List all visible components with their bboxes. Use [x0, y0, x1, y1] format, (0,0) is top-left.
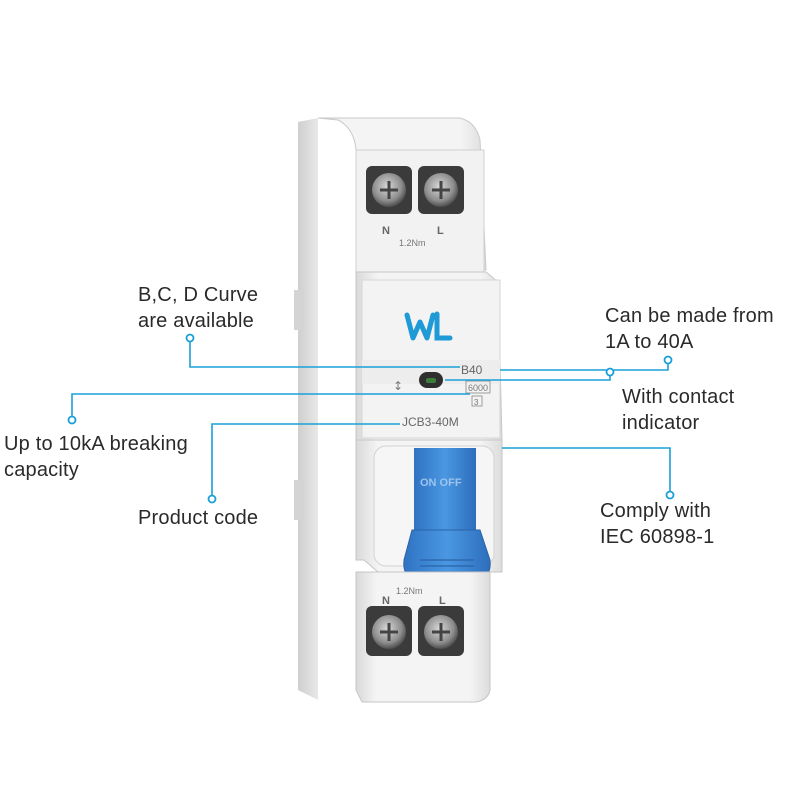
breaking-leader-dot: [67, 415, 77, 425]
bottom-terminal-label-l: L: [439, 595, 446, 607]
breaking-capacity-mark: 6000: [465, 380, 491, 394]
curve-callout: B,C, D Curve are available: [138, 282, 258, 334]
curve-callout-line1: B,C, D Curve: [138, 284, 259, 306]
svg-text:6000: 6000: [468, 383, 488, 393]
standard-callout-line1: Comply with: [600, 500, 712, 522]
breaking-callout-line1: Up to 10kA breaking: [4, 433, 188, 455]
class-mark: 3: [471, 395, 483, 407]
rating-label: B40: [461, 363, 483, 377]
top-terminal-screw-l: [424, 173, 458, 207]
breaker-front-panel: [355, 271, 503, 441]
standard-callout: Comply with IEC 60898-1: [600, 498, 715, 550]
svg-text:↕: ↕: [393, 379, 403, 393]
breaker-side-profile: [294, 118, 318, 700]
breaking-callout: Up to 10kA breaking capacity: [4, 431, 188, 483]
toggle-handle[interactable]: ON OFF: [403, 448, 491, 581]
rating-callout-line2: 1A to 40A: [605, 331, 694, 353]
standard-leader-line: [502, 447, 671, 492]
rating-callout: Can be made from 1A to 40A: [605, 303, 774, 355]
indicator-callout: With contact indicator: [622, 384, 734, 436]
indicator-callout-line1: With contact: [622, 386, 735, 408]
indicator-leader-line: [445, 376, 611, 381]
test-arrows-icon: ↕: [393, 379, 403, 393]
brand-logo: [404, 311, 453, 341]
rating-leader-line: [500, 364, 669, 371]
indicator-callout-line2: indicator: [622, 412, 700, 434]
curve-leader-dot: [185, 333, 195, 343]
top-terminal-label-l: L: [437, 225, 444, 237]
standard-callout-line2: IEC 60898-1: [600, 526, 715, 548]
bottom-terminal-screw-l: [424, 615, 458, 649]
rating-leader-dot: [663, 355, 673, 365]
breaking-leader-line: [71, 393, 470, 417]
model-label: JCB3-40M: [402, 415, 459, 429]
code-callout: Product code: [138, 505, 258, 531]
bottom-torque-label: 1.2Nm: [396, 586, 423, 596]
breaking-callout-line2: capacity: [4, 459, 79, 481]
handle-on-off-label: ON OFF: [420, 477, 462, 489]
curve-callout-line2: are available: [138, 310, 255, 332]
bottom-terminal-screw-n: [372, 615, 406, 649]
top-torque-label: 1.2Nm: [399, 238, 426, 248]
curve-leader-line: [189, 341, 460, 368]
top-terminal-label-n: N: [382, 225, 390, 237]
code-leader-line: [211, 423, 400, 496]
rating-callout-line1: Can be made from: [605, 305, 774, 327]
top-terminal-screw-n: [372, 173, 406, 207]
contact-indicator-window: [419, 372, 443, 388]
code-callout-line1: Product code: [138, 507, 259, 529]
code-leader-dot: [207, 494, 217, 504]
bottom-terminal-label-n: N: [382, 595, 390, 607]
svg-text:3: 3: [474, 398, 479, 407]
standard-leader-dot: [665, 490, 675, 500]
indicator-leader-dot: [605, 367, 615, 377]
